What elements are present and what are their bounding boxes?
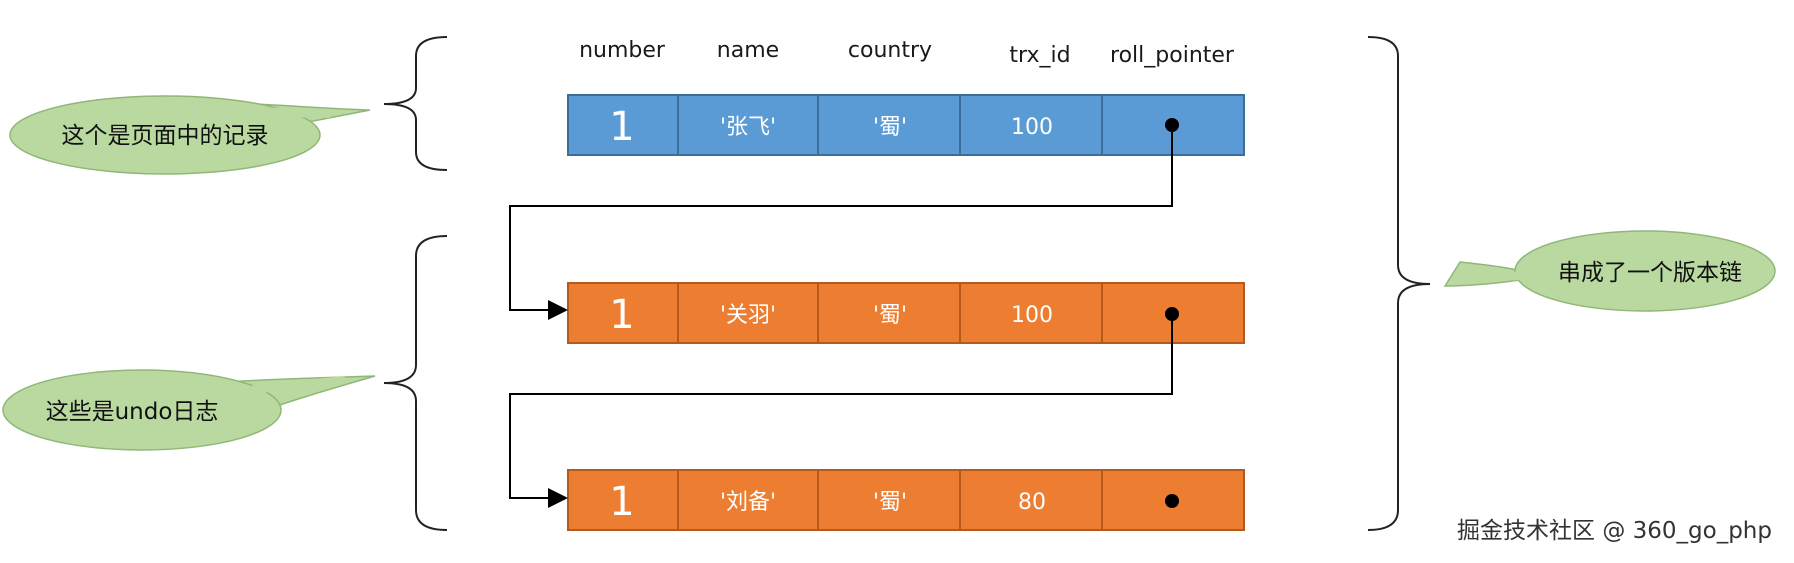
roll-pointer-arrow-2 (509, 314, 1173, 508)
column-headers: number name country trx_id roll_pointer (579, 38, 1235, 68)
watermark: 掘金技术社区 @ 360_go_php (1457, 518, 1772, 544)
cell-name: '关羽' (720, 303, 776, 328)
record-row-1: 1 '张飞' '蜀' 100 (567, 94, 1245, 156)
header-number: number (579, 38, 666, 63)
callout-text: 这个是页面中的记录 (62, 123, 269, 149)
callout-text: 这些是undo日志 (46, 399, 219, 425)
brace-version-chain (1367, 36, 1431, 531)
cell-number: 1 (609, 479, 634, 525)
header-country: country (848, 38, 932, 63)
header-name: name (717, 38, 779, 63)
callout-version-chain: 串成了一个版本链 (1443, 230, 1776, 312)
cell-name: '张飞' (720, 115, 776, 140)
record-row-bg (567, 94, 1245, 156)
cell-trx-id: 100 (1011, 115, 1053, 140)
header-roll-pointer: roll_pointer (1110, 43, 1235, 68)
cell-number: 1 (609, 104, 634, 150)
roll-pointer-dot (1165, 494, 1179, 508)
cell-country: '蜀' (873, 115, 907, 140)
callout-text: 串成了一个版本链 (1558, 260, 1742, 286)
cell-name: '刘备' (720, 490, 776, 515)
cell-trx-id: 100 (1011, 303, 1053, 328)
record-row-bg (567, 469, 1245, 531)
cell-number: 1 (609, 292, 634, 338)
callout-undo-log: 这些是undo日志 (2, 369, 376, 451)
header-trx-id: trx_id (1009, 43, 1070, 68)
brace-undo-log (383, 235, 448, 531)
undo-row-1: 1 '关羽' '蜀' 100 (567, 282, 1245, 344)
brace-page-record (383, 36, 448, 171)
cell-trx-id: 80 (1018, 490, 1046, 515)
record-row-bg (567, 282, 1245, 344)
roll-pointer-arrow-1 (509, 125, 1173, 320)
cell-country: '蜀' (873, 303, 907, 328)
cell-country: '蜀' (873, 490, 907, 515)
callout-page-record: 这个是页面中的记录 (9, 95, 371, 175)
undo-row-2: 1 '刘备' '蜀' 80 (567, 469, 1245, 531)
